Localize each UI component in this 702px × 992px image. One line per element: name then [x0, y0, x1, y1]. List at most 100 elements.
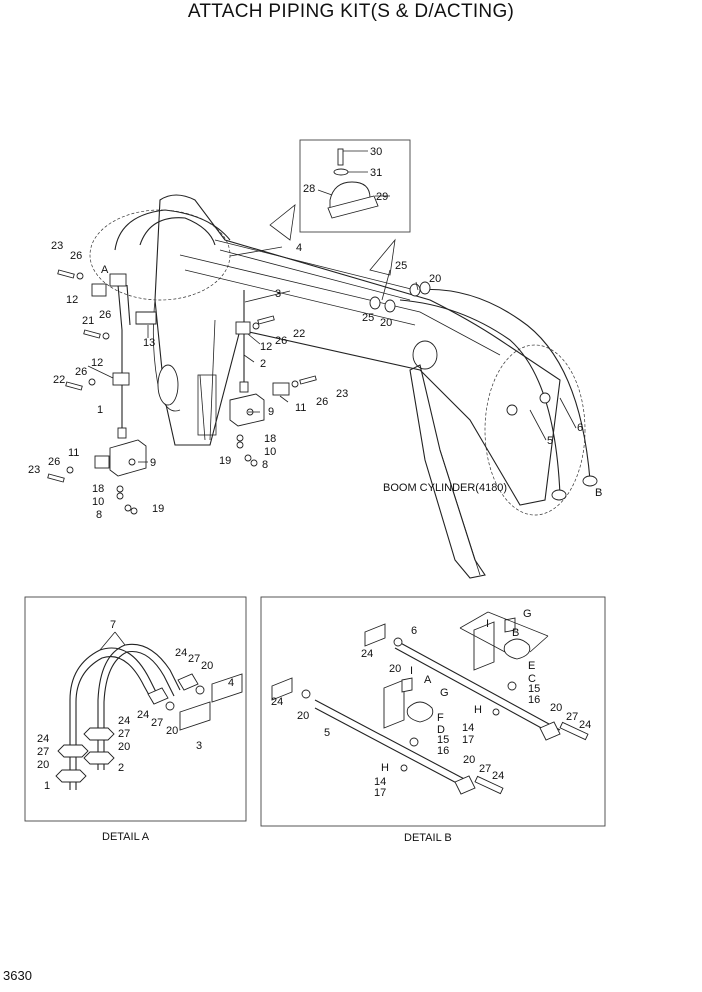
detail-b-callout-G1: G: [523, 608, 532, 620]
detail-a-callout-20b: 20: [166, 725, 178, 737]
callout-4: 4: [296, 242, 302, 254]
hose-loop-1: [114, 209, 231, 251]
callout-18a: 18: [92, 483, 104, 495]
detail-b-callout-16a: 16: [528, 694, 540, 706]
detail-a-callout-27c: 27: [37, 746, 49, 758]
detail-a-callout-27a: 27: [188, 653, 200, 665]
pipes-and-valves: [47, 269, 317, 515]
detail-b-callout-24a: 24: [361, 648, 373, 660]
clamp-A-lower: [406, 701, 434, 723]
bolt-part-30: [337, 148, 344, 166]
detail-b-caption: DETAIL B: [404, 832, 452, 844]
detail-b-callout-G2: G: [440, 687, 449, 699]
page-title: ATTACH PIPING KIT(S & D/ACTING): [187, 1, 515, 22]
clamp-inset: [299, 139, 411, 233]
detail-b-callout-17a: 17: [462, 734, 474, 746]
pipe-end-3: [179, 701, 211, 731]
boom-structure: [152, 194, 561, 579]
callout-31: 31: [370, 167, 382, 179]
detail-b-callout-17b: 17: [374, 787, 386, 799]
callout-6: 6: [577, 422, 583, 434]
pipe-1: [117, 284, 123, 430]
bracket-I-upper: [473, 621, 495, 671]
callout-3: 3: [275, 288, 281, 300]
detail-a-callout-4: 4: [228, 677, 234, 689]
callout-26e: 26: [48, 456, 60, 468]
callout-19a: 19: [152, 503, 164, 515]
callout-11a: 11: [68, 447, 79, 459]
detail-b-callout-20a: 20: [389, 663, 401, 675]
callout-10a: 10: [92, 496, 104, 508]
detail-b-callout-E: E: [528, 660, 535, 672]
pipe-6: [414, 288, 591, 481]
bracket-I-lower: [383, 679, 405, 729]
detail-b-callout-F: F: [437, 712, 444, 724]
detail-b-callout-15a: 15: [528, 683, 540, 695]
detail-b-callout-H2: H: [381, 762, 389, 774]
detail-a-callout-24d: 24: [118, 715, 130, 727]
callout-12a: 12: [66, 294, 78, 306]
pipe-5-detail: [314, 699, 471, 783]
detail-b-callout-14a: 14: [462, 722, 474, 734]
callout-26c: 26: [75, 366, 87, 378]
detail-b-callout-20c: 20: [550, 702, 562, 714]
detail-b-callout-D: D: [437, 724, 445, 736]
pipe-5: [399, 299, 561, 496]
clamp-plate-part-29: [327, 195, 379, 219]
detail-a-callout-24c: 24: [37, 733, 49, 745]
detail-a-view: 7 24 27 20 4 24 27 20 3 24 27 20 1 24 27…: [24, 596, 247, 843]
detail-b-callout-15b: 15: [437, 734, 449, 746]
callout-5: 5: [547, 435, 553, 447]
callout-18b: 18: [264, 433, 276, 445]
detail-a-caption: DETAIL A: [102, 831, 150, 843]
callout-26a: 26: [70, 250, 82, 262]
callout-26f: 26: [316, 396, 328, 408]
callout-20b: 20: [380, 317, 392, 329]
detail-b-callout-H1: H: [474, 704, 482, 716]
callout-30: 30: [370, 146, 382, 158]
detail-b-callout-24d: 24: [492, 770, 504, 782]
detail-b-callout-27b: 27: [479, 763, 491, 775]
detail-b-callout-14b: 14: [374, 776, 386, 788]
main-assembly-view: 30 31 28 29 4 3 25 20 25 20 23 26 A 12 2…: [28, 139, 602, 579]
callout-26b: 26: [99, 309, 111, 321]
callout-8a: 8: [96, 509, 102, 521]
callout-8b: 8: [262, 459, 268, 471]
callout-B: B: [595, 487, 602, 499]
detail-a-callout-24a: 24: [175, 647, 187, 659]
callout-9b: 9: [268, 406, 274, 418]
hoses-main: [89, 209, 598, 516]
flange-part-a: [57, 744, 89, 758]
detail-a-callout-27d: 27: [118, 728, 130, 740]
boom-outline: [154, 194, 561, 506]
callout-25a: 25: [395, 260, 407, 272]
detail-a-circle: [89, 209, 231, 301]
callout-26d: 26: [275, 335, 287, 347]
clamp-inset-frame: [299, 139, 411, 233]
callout-23b: 23: [28, 464, 40, 476]
callout-25b: 25: [362, 312, 374, 324]
detail-b-callout-24c: 24: [579, 719, 591, 731]
valve-part-9b: [229, 393, 265, 427]
detail-a-callout-20d: 20: [118, 741, 130, 753]
detail-b-view: G B I 6 24 20 E C 15 16 H 14 17 I A G 24…: [260, 596, 606, 844]
callout-12c: 12: [260, 341, 272, 353]
callout-23c: 23: [336, 388, 348, 400]
detail-b-callout-5: 5: [324, 727, 330, 739]
detail-b-callout-27a: 27: [566, 711, 578, 723]
callout-12b: 12: [91, 357, 103, 369]
callout-22a: 22: [53, 374, 65, 386]
pipe-end-4: [211, 673, 243, 703]
detail-b-circle: [484, 344, 586, 516]
callout-A: A: [101, 264, 109, 276]
detail-b-callout-16b: 16: [437, 745, 449, 757]
detail-a-callout-3: 3: [196, 740, 202, 752]
detail-b-callout-20d: 20: [463, 754, 475, 766]
detail-b-callout-24b: 24: [271, 696, 283, 708]
callout-19b: 19: [219, 455, 231, 467]
detail-b-frame: [260, 596, 606, 827]
main-callouts: 30 31 28 29 4 3 25 20 25 20 23 26 A 12 2…: [28, 146, 602, 521]
callout-2: 2: [260, 358, 266, 370]
detail-b-callout-20b: 20: [297, 710, 309, 722]
